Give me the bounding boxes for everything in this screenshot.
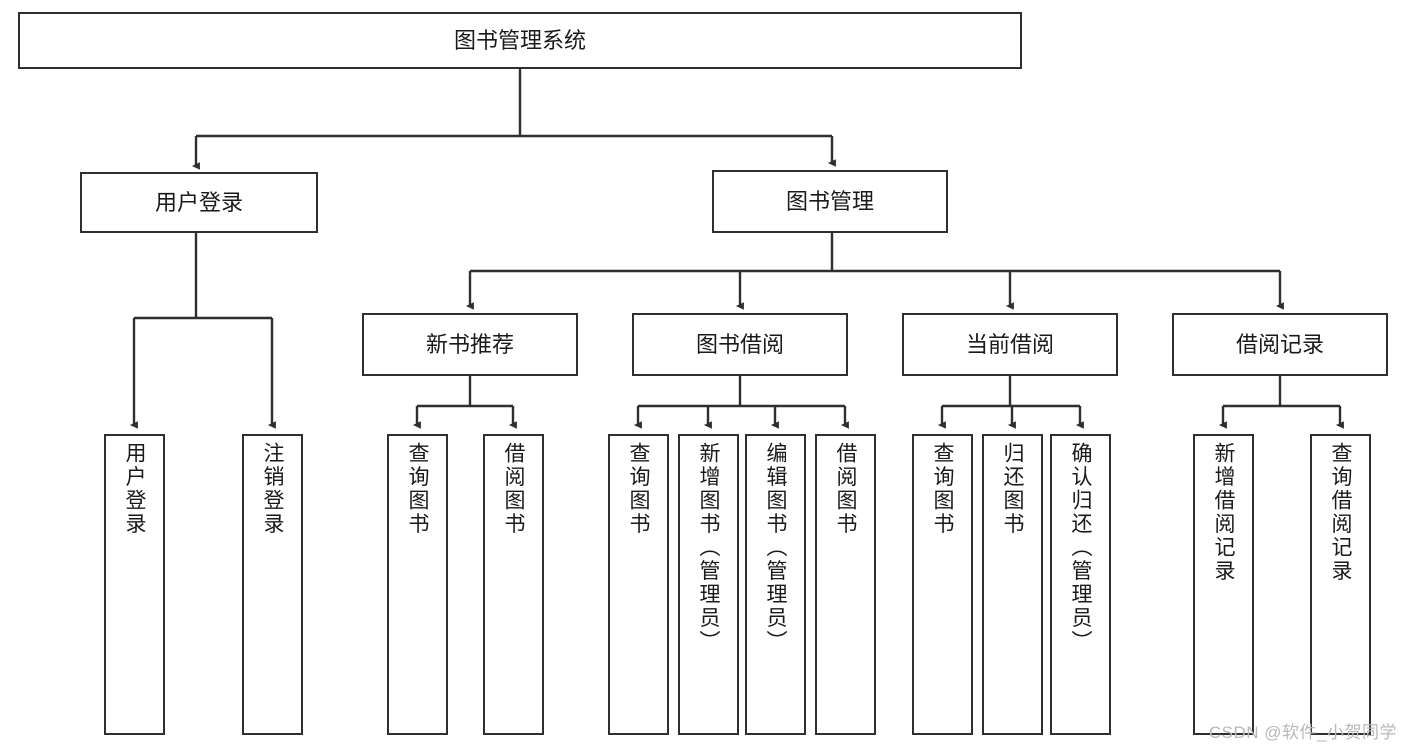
node-leaf-bookborrow-edit-book-admin[interactable]: 编辑图书（管理员）: [745, 434, 806, 735]
node-label: 用户登录: [154, 189, 243, 215]
node-label: 借阅图书: [502, 442, 525, 536]
node-leaf-newbook-query-book[interactable]: 查询图书: [387, 434, 448, 735]
node-book-management[interactable]: 图书管理: [712, 170, 948, 233]
node-label: 借阅记录: [1235, 331, 1324, 357]
node-leaf-borrowrecord-add-record[interactable]: 新增借阅记录: [1193, 434, 1254, 735]
node-leaf-borrowrecord-query-record[interactable]: 查询借阅记录: [1310, 434, 1371, 735]
node-leaf-currentborrow-query-book[interactable]: 查询图书: [912, 434, 973, 735]
node-label: 查询借阅记录: [1329, 442, 1352, 583]
node-label: 新增借阅记录: [1212, 442, 1235, 583]
node-label: 查询图书: [931, 442, 954, 536]
node-book-borrowing[interactable]: 图书借阅: [632, 313, 848, 376]
node-leaf-currentborrow-confirm-return-admin[interactable]: 确认归还（管理员）: [1050, 434, 1111, 735]
node-label: 编辑图书（管理员）: [764, 442, 787, 654]
node-leaf-newbook-borrow-book[interactable]: 借阅图书: [483, 434, 544, 735]
node-label: 用户登录: [123, 442, 146, 536]
node-label: 注销登录: [261, 442, 284, 536]
node-label: 借阅图书: [834, 442, 857, 536]
node-leaf-bookborrow-query-book[interactable]: 查询图书: [608, 434, 669, 735]
node-label: 图书管理系统: [453, 27, 586, 53]
node-label: 查询图书: [627, 442, 650, 536]
node-user-login[interactable]: 用户登录: [80, 172, 318, 233]
node-leaf-user-login-signout[interactable]: 注销登录: [242, 434, 303, 735]
node-leaf-user-login-signin[interactable]: 用户登录: [104, 434, 165, 735]
node-leaf-currentborrow-return-book[interactable]: 归还图书: [982, 434, 1043, 735]
node-label: 新增图书（管理员）: [697, 442, 720, 654]
node-label: 新书推荐: [425, 331, 514, 357]
node-label: 图书借阅: [695, 331, 784, 357]
node-leaf-bookborrow-add-book-admin[interactable]: 新增图书（管理员）: [678, 434, 739, 735]
node-new-book-recommendation[interactable]: 新书推荐: [362, 313, 578, 376]
node-borrowing-record[interactable]: 借阅记录: [1172, 313, 1388, 376]
node-label: 查询图书: [406, 442, 429, 536]
node-label: 图书管理: [785, 188, 874, 214]
node-label: 当前借阅: [965, 331, 1054, 357]
node-leaf-bookborrow-borrow-book[interactable]: 借阅图书: [815, 434, 876, 735]
csdn-watermark: CSDN @软件_小贺同学: [1208, 723, 1397, 742]
node-current-borrowing[interactable]: 当前借阅: [902, 313, 1118, 376]
node-label: 归还图书: [1001, 442, 1024, 536]
node-root-book-management-system[interactable]: 图书管理系统: [18, 12, 1022, 69]
node-label: 确认归还（管理员）: [1069, 442, 1092, 654]
